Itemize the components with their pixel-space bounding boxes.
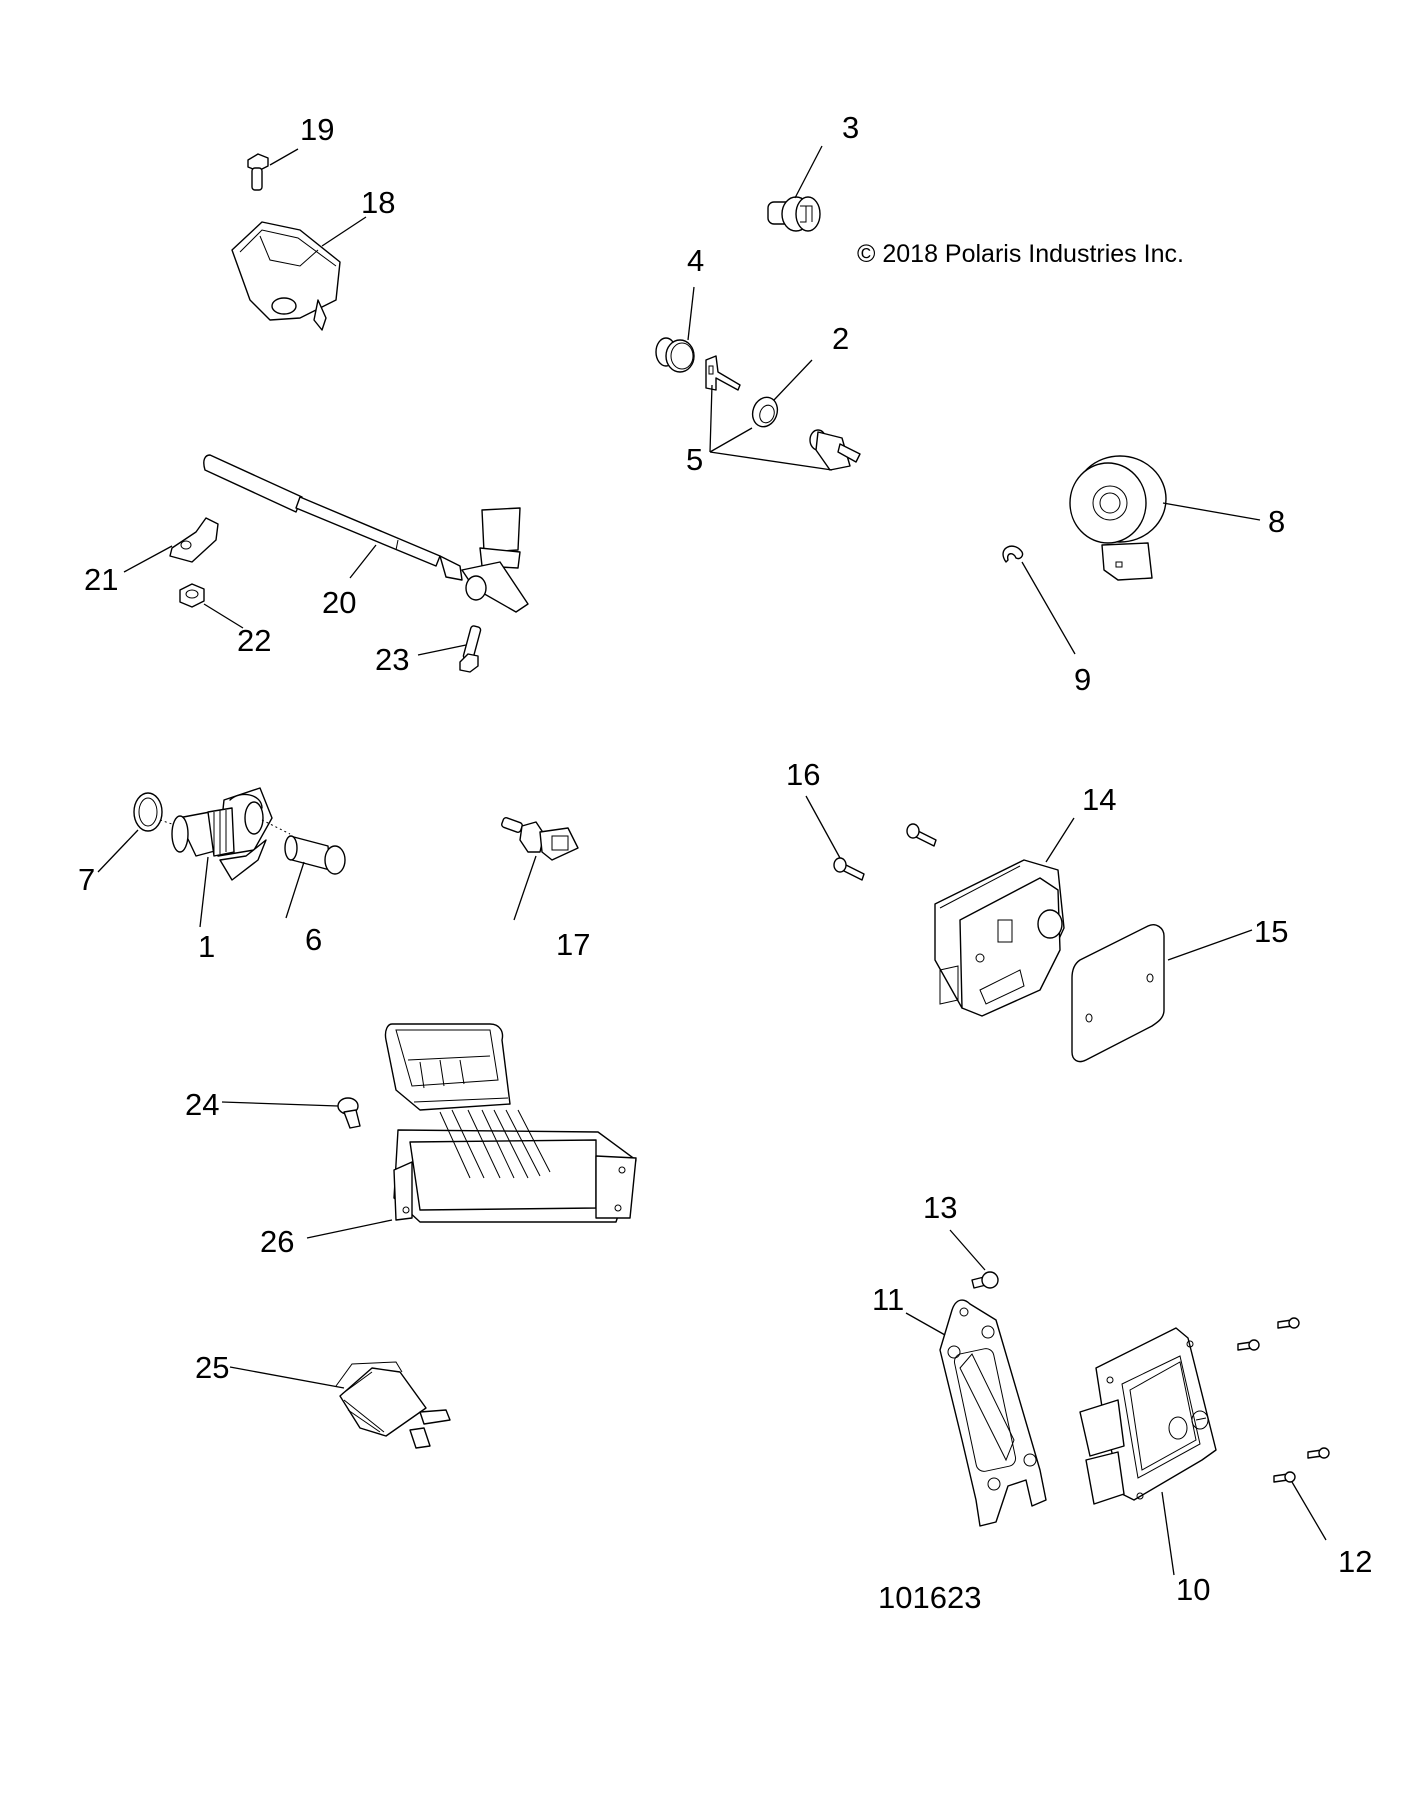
leader-3 xyxy=(794,145,823,199)
callout-19: 19 xyxy=(300,112,334,147)
part-23-bolt xyxy=(459,625,482,673)
callout-14: 14 xyxy=(1082,782,1116,817)
leader-23 xyxy=(417,644,467,656)
callout-6: 6 xyxy=(305,922,322,957)
part-1-sensor xyxy=(171,787,273,881)
leader-9 xyxy=(1021,561,1076,655)
leader-11 xyxy=(905,1312,946,1336)
callout-8: 8 xyxy=(1268,504,1285,539)
callout-22: 22 xyxy=(237,623,271,658)
callout-11: 11 xyxy=(872,1282,904,1317)
part-22-nut xyxy=(179,583,205,608)
leader-26 xyxy=(306,1219,393,1239)
leader-2 xyxy=(773,359,813,401)
leader-6 xyxy=(285,861,305,919)
leader-20 xyxy=(349,544,377,579)
part-19-bolt xyxy=(247,153,269,191)
part-13-screw xyxy=(971,1271,999,1289)
part-14-module-housing xyxy=(934,859,1065,1017)
callout-9: 9 xyxy=(1074,662,1091,697)
alignment-line-1 xyxy=(261,819,291,835)
part-6-pin xyxy=(284,835,346,875)
part-7-o-ring xyxy=(133,792,163,832)
leader-8 xyxy=(1162,502,1261,521)
callout-18: 18 xyxy=(361,185,395,220)
part-8-knock-sensor xyxy=(1069,455,1167,581)
leader-13 xyxy=(949,1229,986,1271)
leader-24 xyxy=(221,1101,339,1107)
callout-24: 24 xyxy=(185,1087,219,1122)
part-16-screws xyxy=(833,823,937,881)
part-20-speed-sensor xyxy=(203,454,529,613)
callout-16: 16 xyxy=(786,757,820,792)
callout-3: 3 xyxy=(842,110,859,145)
part-5-sensor-kit xyxy=(705,355,861,471)
leader-5 xyxy=(709,384,833,471)
leader-1 xyxy=(199,856,209,928)
part-11-bracket xyxy=(939,1299,1047,1527)
leader-7 xyxy=(97,829,139,873)
leader-10 xyxy=(1161,1491,1175,1576)
callout-26: 26 xyxy=(260,1224,294,1259)
leader-25 xyxy=(229,1366,345,1389)
callout-5: 5 xyxy=(686,442,703,477)
part-25-relay xyxy=(335,1361,451,1449)
callout-10: 10 xyxy=(1176,1572,1210,1607)
part-3-plug xyxy=(767,196,821,232)
leader-16 xyxy=(805,795,841,859)
callout-4: 4 xyxy=(687,243,704,278)
part-4-cap xyxy=(655,337,695,373)
leader-22 xyxy=(203,603,244,629)
part-17-temp-sensor xyxy=(501,817,579,861)
leader-19 xyxy=(269,148,299,166)
leader-21 xyxy=(123,545,173,573)
leader-12 xyxy=(1291,1481,1327,1541)
figure-number: 101623 xyxy=(878,1580,981,1615)
part-15-gasket-cover xyxy=(1071,924,1165,1063)
callout-12: 12 xyxy=(1338,1544,1372,1579)
callout-13: 13 xyxy=(923,1190,957,1225)
callout-1: 1 xyxy=(198,929,215,964)
callout-25: 25 xyxy=(195,1350,229,1385)
part-9-e-clip xyxy=(1002,545,1024,563)
callout-15: 15 xyxy=(1254,914,1288,949)
leader-15 xyxy=(1167,929,1253,961)
callout-17: 17 xyxy=(556,927,590,962)
callout-7: 7 xyxy=(78,862,95,897)
part-24-rivet xyxy=(337,1097,361,1129)
leader-18 xyxy=(321,216,367,247)
part-21-p-clip xyxy=(169,517,219,563)
leader-14 xyxy=(1045,817,1075,863)
part-10-ecu xyxy=(1079,1327,1217,1505)
callout-23: 23 xyxy=(375,642,409,677)
callout-2: 2 xyxy=(832,321,849,356)
part-18-map-sensor xyxy=(231,221,341,331)
callout-21: 21 xyxy=(84,562,118,597)
leader-17 xyxy=(513,855,537,921)
copyright-text: © 2018 Polaris Industries Inc. xyxy=(857,240,1184,268)
part-12-screws xyxy=(1237,1317,1330,1483)
part-26-control-module xyxy=(384,1023,637,1223)
leader-4 xyxy=(687,286,695,341)
callout-20: 20 xyxy=(322,585,356,620)
